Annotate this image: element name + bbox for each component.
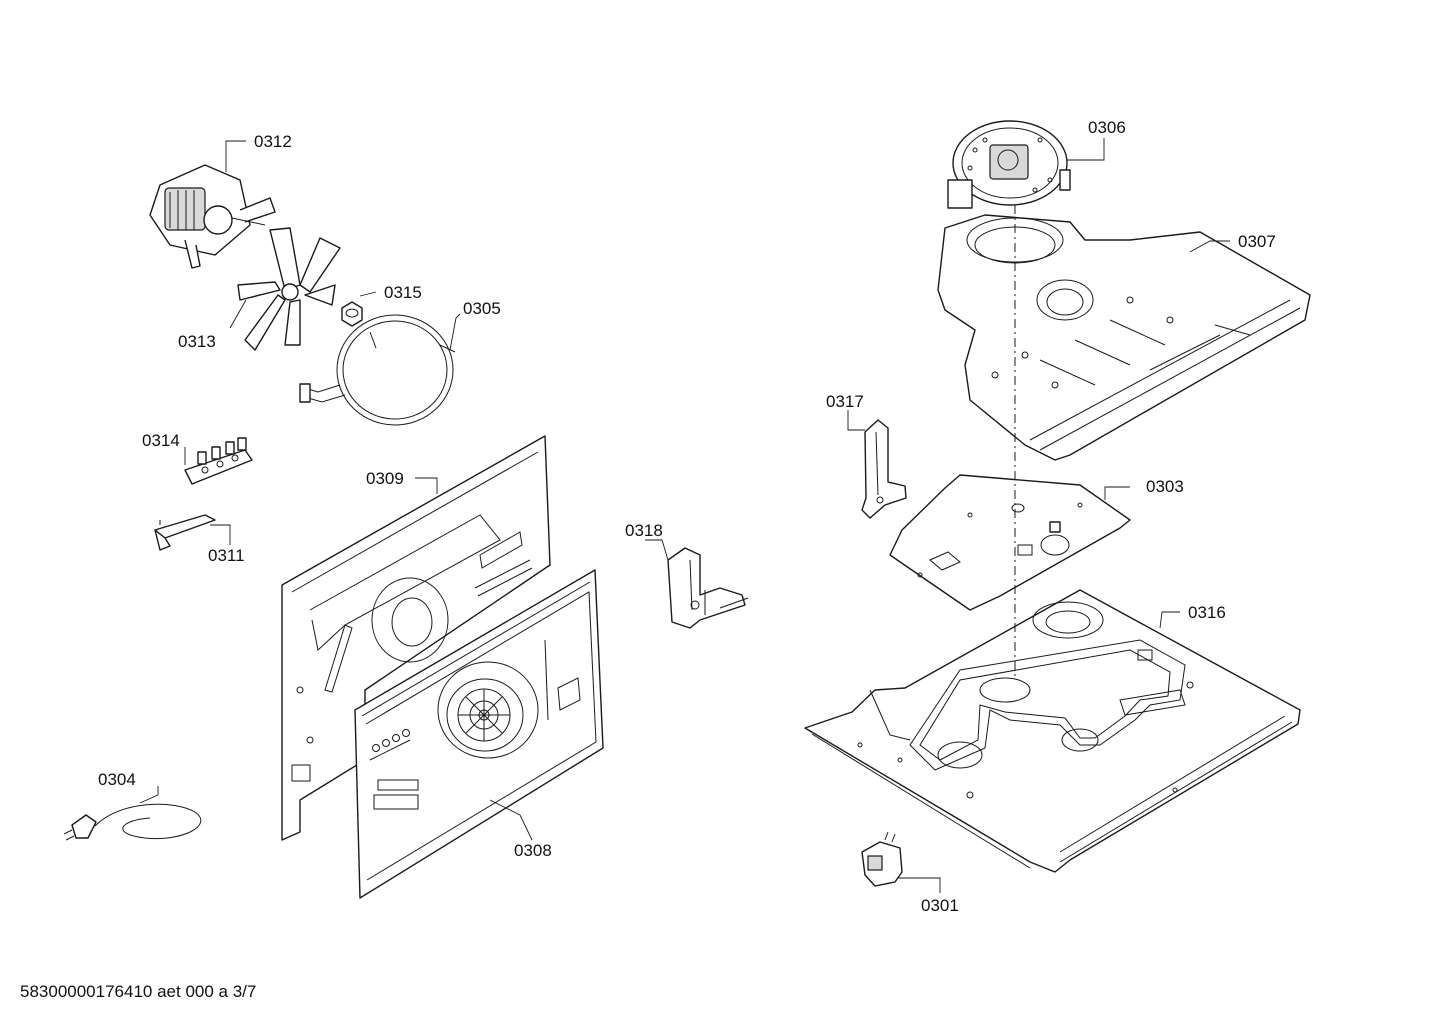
document-reference: 58300000176410 aet 000 a 3/7 xyxy=(20,982,257,1001)
leader-0306 xyxy=(1067,138,1105,161)
part-0318-bracket xyxy=(667,547,749,629)
leader-0315 xyxy=(359,291,377,297)
leader-0313 xyxy=(229,299,247,329)
leader-0312 xyxy=(225,140,246,172)
part-0305-ring-heater xyxy=(299,314,456,426)
label-0303: 0303 xyxy=(1146,477,1184,496)
part-0316-base-frame xyxy=(804,589,1301,873)
part-0311-bracket xyxy=(154,514,216,551)
label-0317: 0317 xyxy=(826,392,864,411)
part-0309-back-panel xyxy=(281,435,551,841)
leader-0304 xyxy=(139,786,159,804)
leader-0317 xyxy=(847,410,865,431)
part-0312-fan-motor xyxy=(149,164,276,269)
leader-0308 xyxy=(489,799,533,841)
part-0313-fan-wheel xyxy=(237,227,341,351)
leader-0316 xyxy=(1159,611,1180,629)
label-0304: 0304 xyxy=(98,770,136,789)
label-0315: 0315 xyxy=(384,283,422,302)
leader-0318 xyxy=(645,539,669,561)
part-0301-switch xyxy=(861,831,903,887)
leader-0305 xyxy=(449,313,461,351)
label-0318: 0318 xyxy=(625,521,663,540)
label-0301: 0301 xyxy=(921,896,959,915)
label-0309: 0309 xyxy=(366,469,404,488)
part-0308-cover-panel xyxy=(354,569,604,899)
part-0303-plate xyxy=(889,474,1131,611)
label-0314: 0314 xyxy=(142,431,180,450)
part-0317-bracket xyxy=(861,419,907,519)
leader-0307 xyxy=(1189,240,1230,253)
part-0307-air-duct xyxy=(937,214,1311,461)
label-0305: 0305 xyxy=(463,299,501,318)
part-0315-nut xyxy=(341,301,363,327)
leader-0303 xyxy=(1104,486,1130,500)
part-0306-fan-assembly xyxy=(947,120,1071,209)
label-0312: 0312 xyxy=(254,132,292,151)
part-0314-terminal-block xyxy=(184,437,253,485)
label-0308: 0308 xyxy=(514,841,552,860)
leader-0309 xyxy=(415,477,438,494)
label-0316: 0316 xyxy=(1188,603,1226,622)
label-0307: 0307 xyxy=(1238,232,1276,251)
leader-0301 xyxy=(898,877,941,893)
part-0304-power-cord xyxy=(63,803,202,841)
label-0311: 0311 xyxy=(208,546,245,565)
label-0306: 0306 xyxy=(1088,118,1126,137)
label-0313: 0313 xyxy=(178,332,216,351)
leader-0311 xyxy=(210,524,231,545)
